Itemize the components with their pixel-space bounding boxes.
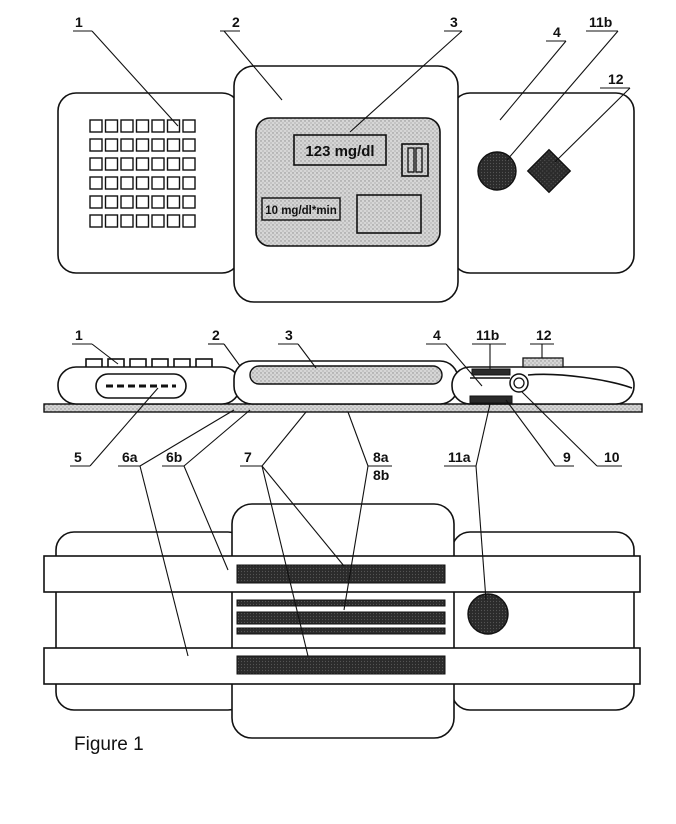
side-label-4: 4 <box>433 327 441 343</box>
button-11b-side <box>472 369 510 375</box>
key-icon <box>90 158 102 170</box>
button-12-side <box>523 358 563 367</box>
key-icon <box>137 139 149 151</box>
label-6a: 6a <box>122 449 138 465</box>
key-icon <box>106 215 118 227</box>
key-icon <box>168 158 180 170</box>
battery-box <box>402 144 428 176</box>
button-11a-side <box>470 396 512 403</box>
key-icon <box>106 139 118 151</box>
key-icon <box>121 215 133 227</box>
key-icon <box>90 177 102 189</box>
label-9: 9 <box>563 449 571 465</box>
label-12: 12 <box>608 71 624 87</box>
bottom-view <box>44 466 640 738</box>
key-icon <box>137 120 149 132</box>
label-10: 10 <box>604 449 620 465</box>
button-11b-icon <box>478 152 516 190</box>
sensor-10-icon <box>510 374 528 392</box>
key-icon <box>106 196 118 208</box>
key-icon <box>106 158 118 170</box>
key-icon <box>121 177 133 189</box>
key-icon <box>90 120 102 132</box>
label-3: 3 <box>450 14 458 30</box>
key-icon <box>137 177 149 189</box>
key-icon <box>168 177 180 189</box>
side-label-12: 12 <box>536 327 552 343</box>
electrode-mid-1 <box>237 600 445 606</box>
key-icon <box>152 215 164 227</box>
key-icon <box>137 158 149 170</box>
key-icon <box>121 196 133 208</box>
key-icon <box>90 196 102 208</box>
electrode-mid-3 <box>237 628 445 634</box>
key-icon <box>106 177 118 189</box>
label-11b: 11b <box>589 14 612 30</box>
key-icon <box>152 158 164 170</box>
label-7: 7 <box>244 449 252 465</box>
key-icon <box>183 139 195 151</box>
key-icon <box>152 177 164 189</box>
label-6b: 6b <box>166 449 182 465</box>
key-icon <box>183 196 195 208</box>
key-icon <box>168 215 180 227</box>
key-icon <box>168 139 180 151</box>
base-strip <box>44 404 642 412</box>
electrode-lower <box>237 656 445 674</box>
side-label-2: 2 <box>212 327 220 343</box>
figure-caption: Figure 1 <box>74 734 144 755</box>
glucose-reading: 123 mg/dl <box>305 143 374 160</box>
key-icon <box>183 158 195 170</box>
key-icon <box>183 215 195 227</box>
blank-box <box>357 195 421 233</box>
label-2: 2 <box>232 14 240 30</box>
key-icon <box>183 120 195 132</box>
key-icon <box>152 139 164 151</box>
label-11a: 11a <box>448 449 471 465</box>
electrode-upper <box>237 565 445 583</box>
side-label-11b: 11b <box>476 327 499 343</box>
key-icon <box>137 196 149 208</box>
side-label-1: 1 <box>75 327 83 343</box>
key-icon <box>106 120 118 132</box>
display-side <box>250 366 442 384</box>
key-icon <box>90 139 102 151</box>
key-icon <box>90 215 102 227</box>
key-icon <box>152 120 164 132</box>
label-8a: 8a <box>373 449 389 465</box>
label-5: 5 <box>74 449 82 465</box>
electrode-mid-2 <box>237 612 445 624</box>
key-icon <box>121 158 133 170</box>
key-icon <box>121 139 133 151</box>
label-4: 4 <box>553 24 561 40</box>
label-1: 1 <box>75 14 83 30</box>
key-icon <box>137 215 149 227</box>
key-icon <box>183 177 195 189</box>
side-view: 1 2 3 4 11b 12 5 6a <box>44 327 642 483</box>
key-icon <box>121 120 133 132</box>
label-8b: 8b <box>373 467 389 483</box>
key-icon <box>152 196 164 208</box>
key-icon <box>168 196 180 208</box>
button-11a-icon <box>468 594 508 634</box>
top-view: 123 mg/dl 10 mg/dl*min 1 2 3 4 11b 12 <box>58 14 634 302</box>
rate-reading: 10 mg/dl*min <box>265 205 337 217</box>
side-label-3: 3 <box>285 327 293 343</box>
